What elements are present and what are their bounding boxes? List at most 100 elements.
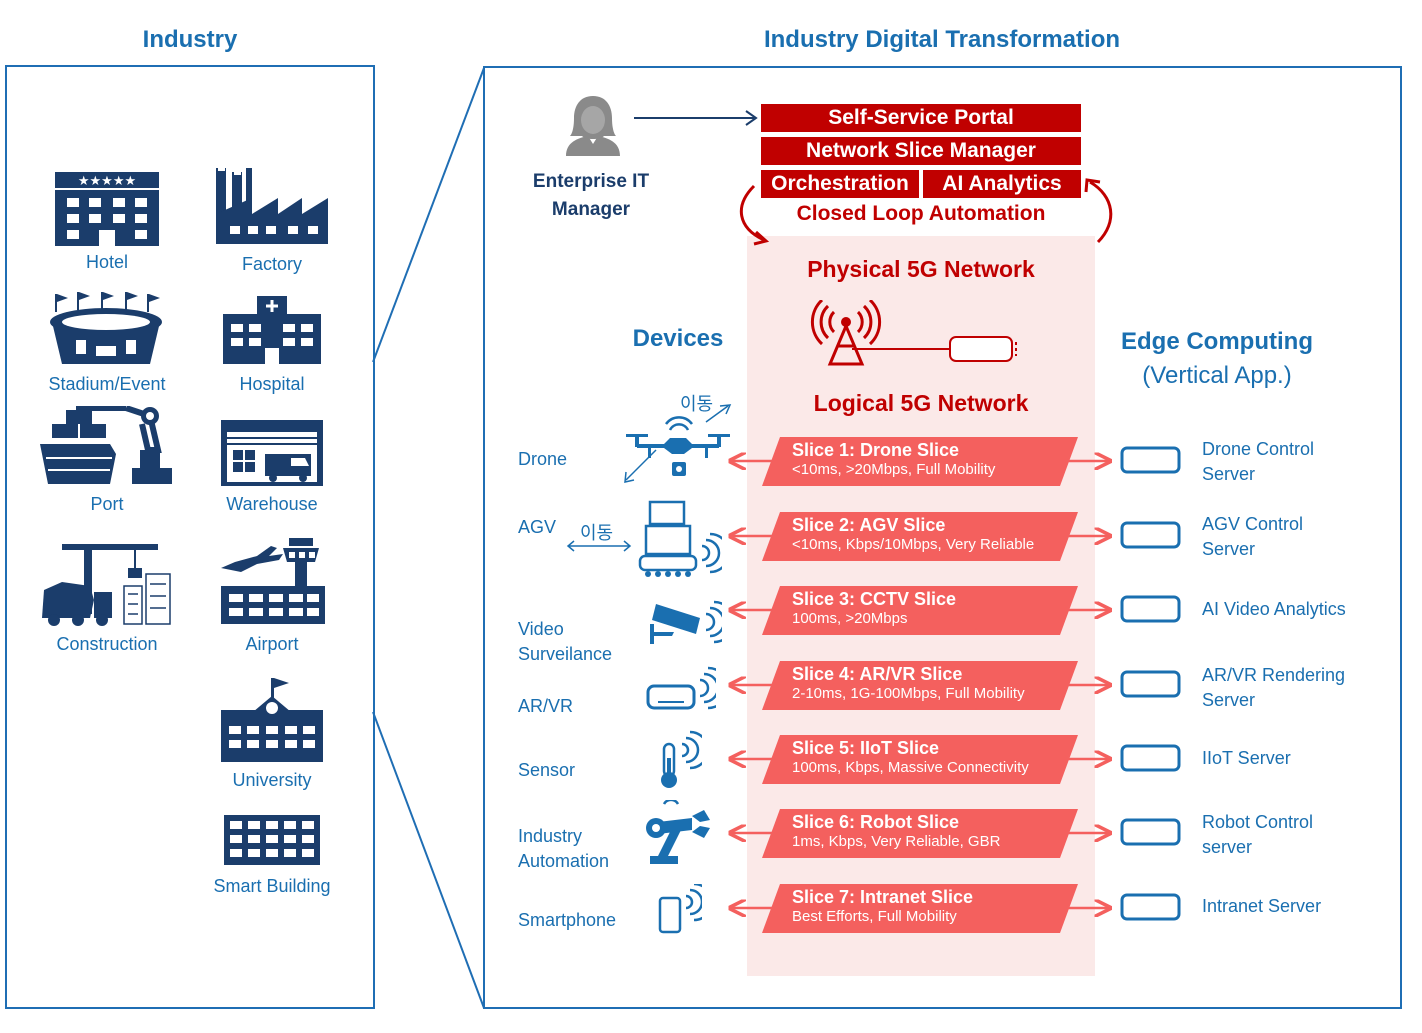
slice-spec: 100ms, Kbps, Massive Connectivity [792, 759, 1029, 776]
slice-3[interactable]: Slice 3: CCTV Slice 100ms, >20Mbps [792, 589, 956, 627]
edge-computing-title: Edge Computing [1121, 328, 1313, 355]
vr-headset-icon [646, 666, 716, 710]
server-label-line1: IIoT Server [1202, 748, 1291, 768]
slice-4[interactable]: Slice 4: AR/VR Slice 2-10ms, 1G-100Mbps,… [792, 664, 1025, 702]
closed-loop-arrows [739, 178, 1113, 246]
stadium-icon [50, 292, 162, 364]
server-label-line1: Drone Control [1202, 439, 1315, 459]
slice-2[interactable]: Slice 2: AGV Slice <10ms, Kbps/10Mbps, V… [792, 515, 1034, 553]
slice-spec: <10ms, Kbps/10Mbps, Very Reliable [792, 536, 1035, 553]
server-label-video: AI Video Analytics [1202, 597, 1346, 622]
device-label-line2: Surveilance [518, 644, 613, 664]
slice-spec: 1ms, Kbps, Very Reliable, GBR [792, 833, 1001, 850]
device-label-arvr: AR/VR [518, 694, 573, 719]
transformation-title: Industry Digital Transformation [763, 26, 1121, 53]
device-label-drone: Drone [518, 447, 567, 472]
network-slice-manager-button[interactable]: Network Slice Manager [761, 137, 1081, 165]
slice-spec: Best Efforts, Full Mobility [792, 908, 957, 925]
slice-5[interactable]: Slice 5: IIoT Slice 100ms, Kbps, Massive… [792, 738, 1029, 776]
industry-label-warehouse: Warehouse [226, 494, 318, 514]
drone-icon [624, 404, 732, 483]
server-label-line2: Server [1202, 464, 1256, 484]
device-label-agv: AGV [518, 515, 556, 540]
drone-move-label: 이동 [680, 394, 714, 415]
port-icon [40, 406, 172, 484]
server-label-intranet: Intranet Server [1202, 894, 1321, 919]
warehouse-icon [221, 420, 323, 486]
slice-title: Slice 3: CCTV Slice [792, 589, 957, 609]
device-label-line1: Drone [518, 449, 568, 469]
manager-arrow [634, 110, 758, 126]
antenna-icon [810, 300, 1017, 366]
edge-computing-header: Edge Computing (Vertical App.) [1106, 325, 1328, 393]
industry-title: Industry [142, 26, 238, 53]
slice-spec: 100ms, >20Mbps [792, 610, 908, 627]
slice-1[interactable]: Slice 1: Drone Slice <10ms, >20Mbps, Ful… [792, 440, 995, 478]
server-label-line1: Intranet Server [1202, 896, 1322, 916]
server-label-line1: AR/VR Rendering [1202, 665, 1346, 685]
self-service-portal-button[interactable]: Self-Service Portal [761, 104, 1081, 132]
slice-spec: 2-10ms, 1G-100Mbps, Full Mobility [792, 685, 1025, 702]
device-label-line1: AGV [518, 517, 557, 537]
server-label-line1: Robot Control [1202, 812, 1314, 832]
agv-move-label: 이동 [580, 523, 614, 544]
device-label-line1: Sensor [518, 760, 576, 780]
server-label-line2: Server [1202, 690, 1256, 710]
airport-icon [221, 538, 325, 624]
robot-arm-icon [646, 800, 710, 864]
slice-title: Slice 2: AGV Slice [792, 515, 946, 535]
factory-icon [216, 168, 328, 244]
closed-loop-label: Closed Loop Automation [796, 202, 1046, 225]
industry-label-factory: Factory [241, 254, 302, 274]
industry-label-smart-building: Smart Building [213, 876, 331, 896]
slice-title: Slice 6: Robot Slice [792, 812, 960, 832]
slice-title: Slice 7: Intranet Slice [792, 887, 974, 907]
slice-spec: <10ms, >20Mbps, Full Mobility [792, 461, 996, 478]
industry-label-hotel: Hotel [85, 252, 129, 272]
edge-computing-subtitle: (Vertical App.) [1142, 362, 1292, 389]
construction-icon [42, 544, 171, 626]
server-label-iiot: IIoT Server [1202, 746, 1291, 771]
physical-network-label: Physical 5G Network [807, 256, 1035, 282]
server-label-line2: Server [1202, 539, 1256, 559]
device-label-line1: Smartphone [518, 910, 617, 930]
agv-icon [566, 500, 722, 577]
smartphone-icon [658, 884, 702, 934]
industry-label-construction: Construction [56, 634, 158, 654]
server-label-line2: server [1202, 837, 1253, 857]
device-label-smartphone: Smartphone [518, 908, 616, 933]
device-label-sensor: Sensor [518, 758, 575, 783]
manager-label-line2: Manager [551, 199, 631, 220]
manager-person-icon [566, 96, 620, 156]
industry-label-university: University [232, 770, 312, 790]
server-label-robot: Robot Control server [1202, 810, 1313, 860]
ai-analytics-button[interactable]: AI Analytics [923, 170, 1081, 198]
device-label-line2: Automation [518, 851, 610, 871]
smart-building-icon [224, 815, 320, 865]
slice-7[interactable]: Slice 7: Intranet Slice Best Efforts, Fu… [792, 887, 973, 925]
device-label-line1: Industry [518, 826, 583, 846]
device-label-line1: AR/VR [518, 696, 574, 716]
orchestration-button[interactable]: Orchestration [761, 170, 919, 198]
logical-network-label: Logical 5G Network [813, 390, 1029, 416]
thermometer-icon [661, 730, 702, 788]
hospital-icon [223, 296, 321, 364]
devices-header: Devices [632, 325, 724, 352]
manager-label: Enterprise IT Manager [516, 168, 666, 224]
device-label-line1: Video [518, 619, 564, 639]
university-icon [221, 678, 323, 762]
slice-title: Slice 5: IIoT Slice [792, 738, 940, 758]
hotel-icon: ★★★★★ [55, 172, 159, 246]
industry-label-stadium: Stadium/Event [48, 374, 166, 394]
industry-panel [5, 65, 375, 1009]
slice-6[interactable]: Slice 6: Robot Slice 1ms, Kbps, Very Rel… [792, 812, 1000, 850]
slice-title: Slice 1: Drone Slice [792, 440, 960, 460]
server-label-line1: AI Video Analytics [1202, 599, 1346, 619]
industry-label-airport: Airport [245, 634, 299, 654]
cctv-camera-icon [650, 600, 722, 644]
